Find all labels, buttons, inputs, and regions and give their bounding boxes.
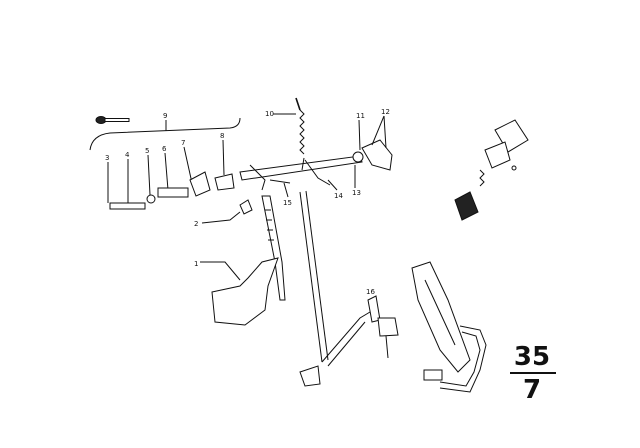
leader-6 xyxy=(164,152,169,191)
leader-12b xyxy=(383,115,387,149)
callout-9: 9 xyxy=(163,112,167,120)
spring-part xyxy=(295,97,305,171)
callout-14: 14 xyxy=(334,192,343,200)
page-number-bottom: 7 xyxy=(523,375,541,405)
callout-10-top: 10 xyxy=(265,110,274,118)
callout-7: 7 xyxy=(181,139,185,147)
clip-part xyxy=(214,173,235,191)
callout-15: 15 xyxy=(283,199,292,207)
callout-6: 6 xyxy=(162,145,167,153)
linkage-part xyxy=(367,295,399,359)
pedal-arm xyxy=(211,195,286,326)
callout-4: 4 xyxy=(125,151,130,159)
pin-part xyxy=(109,202,146,210)
callout-2: 2 xyxy=(194,220,198,228)
cylinder-detail xyxy=(454,119,529,221)
accelerator-pedal xyxy=(411,261,487,393)
leader-8 xyxy=(222,139,225,176)
leader-11 xyxy=(358,119,361,151)
callout-8: 8 xyxy=(220,132,224,140)
page-number-top: 35 xyxy=(514,342,550,372)
washer-part xyxy=(146,194,156,204)
lever-part xyxy=(189,171,211,197)
control-rod xyxy=(299,190,371,387)
callout-11: 11 xyxy=(356,112,365,120)
leader-2 xyxy=(201,211,241,224)
group-bracket xyxy=(89,117,241,151)
cross-shaft xyxy=(239,155,363,191)
callout-1: 1 xyxy=(194,260,198,268)
bolt-part xyxy=(239,199,253,215)
leader-1 xyxy=(200,261,241,281)
leader-12a xyxy=(371,115,385,146)
callout-16: 16 xyxy=(366,288,375,296)
callout-3: 3 xyxy=(105,154,109,162)
callout-12: 12 xyxy=(381,108,390,116)
callout-13: 13 xyxy=(352,189,361,197)
leader-7 xyxy=(183,146,193,184)
bushing-part xyxy=(157,187,189,198)
leader-15 xyxy=(283,182,289,198)
leader-5 xyxy=(147,154,151,196)
key-icon xyxy=(95,116,130,124)
mounting-bracket xyxy=(352,139,393,171)
leader-14 xyxy=(327,179,338,191)
callout-5: 5 xyxy=(145,147,149,155)
